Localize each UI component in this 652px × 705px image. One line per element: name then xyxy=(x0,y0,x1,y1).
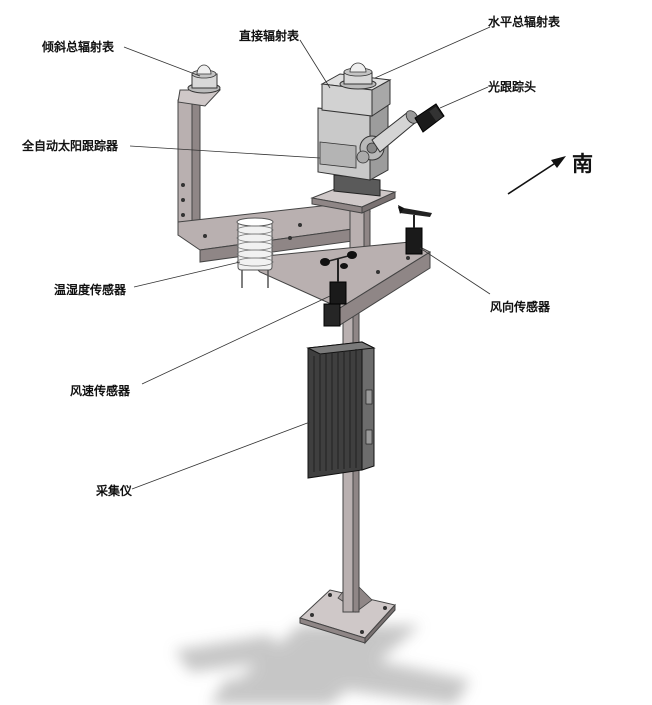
label-wind-speed-sensor: 风速传感器 xyxy=(70,384,131,398)
label-horizontal-pyranometer: 水平总辐射表 xyxy=(488,15,561,29)
label-auto-sun-tracker: 全自动太阳跟踪器 xyxy=(22,139,119,153)
light-tracking-head-shape xyxy=(414,103,445,133)
compass-south-label: 南 xyxy=(572,152,593,176)
south-arrow-icon xyxy=(507,156,566,195)
tilted-pyranometer-shape xyxy=(187,64,221,94)
ground-shadow xyxy=(175,625,470,705)
data-logger-box xyxy=(306,341,376,479)
label-data-logger: 采集仪 xyxy=(96,484,133,498)
label-tilted-pyranometer: 倾斜总辐射表 xyxy=(42,40,115,54)
wind-speed-sensor-shape xyxy=(320,251,357,327)
horizontal-pyranometer-shape xyxy=(339,62,377,90)
label-wind-direction-sensor: 风向传感器 xyxy=(490,300,551,314)
label-direct-radiometer: 直接辐射表 xyxy=(239,29,300,43)
wind-direction-sensor-shape xyxy=(398,205,432,255)
left-vertical-arm xyxy=(177,89,222,237)
label-temp-humidity-sensor: 温湿度传感器 xyxy=(54,283,127,297)
label-light-tracking-head: 光跟踪头 xyxy=(488,80,537,94)
leader-lines xyxy=(123,26,491,490)
temp-humidity-shield xyxy=(236,217,274,288)
base-plate xyxy=(299,578,396,645)
sun-tracker-body xyxy=(317,73,419,197)
